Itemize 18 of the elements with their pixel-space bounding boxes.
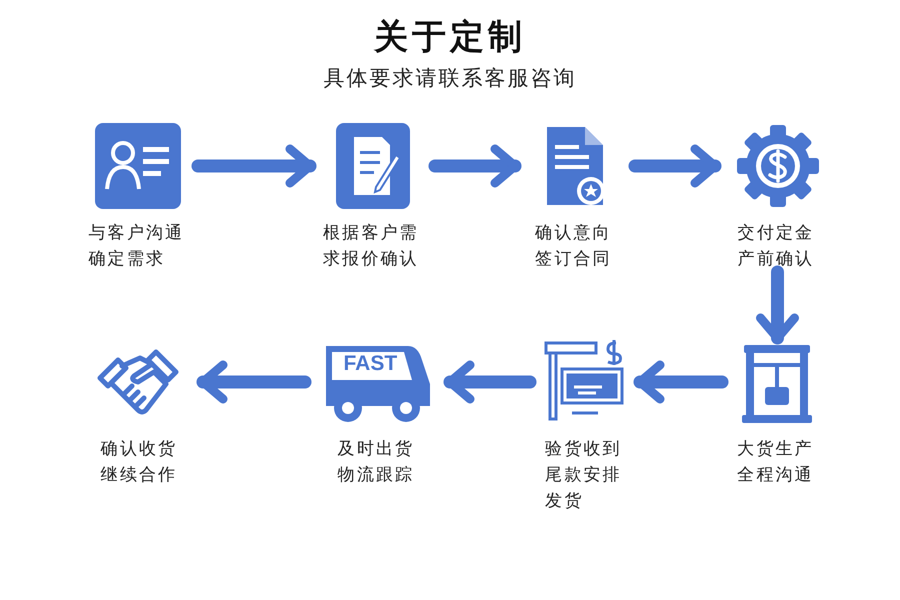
step-label: 验货收到尾款安排发货 [545,438,622,513]
step-label: 及时出货物流跟踪 [338,438,415,487]
step-label: 确认收货继续合作 [100,438,178,487]
arrow [628,144,722,188]
arrow [428,144,522,188]
arrow [192,144,316,188]
subtitle: 具体要求请联系客服咨询 [322,65,578,92]
step-label: 根据客户需求报价确认 [323,222,420,271]
arrow [444,360,536,404]
truck-lettering: FAST [344,352,398,376]
step-label: 与客户沟通确定需求 [88,222,185,271]
step-label: 交付定金产前确认 [738,222,815,271]
arrow [634,360,728,404]
step-label: 大货生产全程沟通 [737,438,814,487]
arrow [196,360,312,404]
title: 关于定制 [372,16,527,59]
arrow [756,266,799,344]
step-label: 确认意向签订合同 [535,222,612,271]
